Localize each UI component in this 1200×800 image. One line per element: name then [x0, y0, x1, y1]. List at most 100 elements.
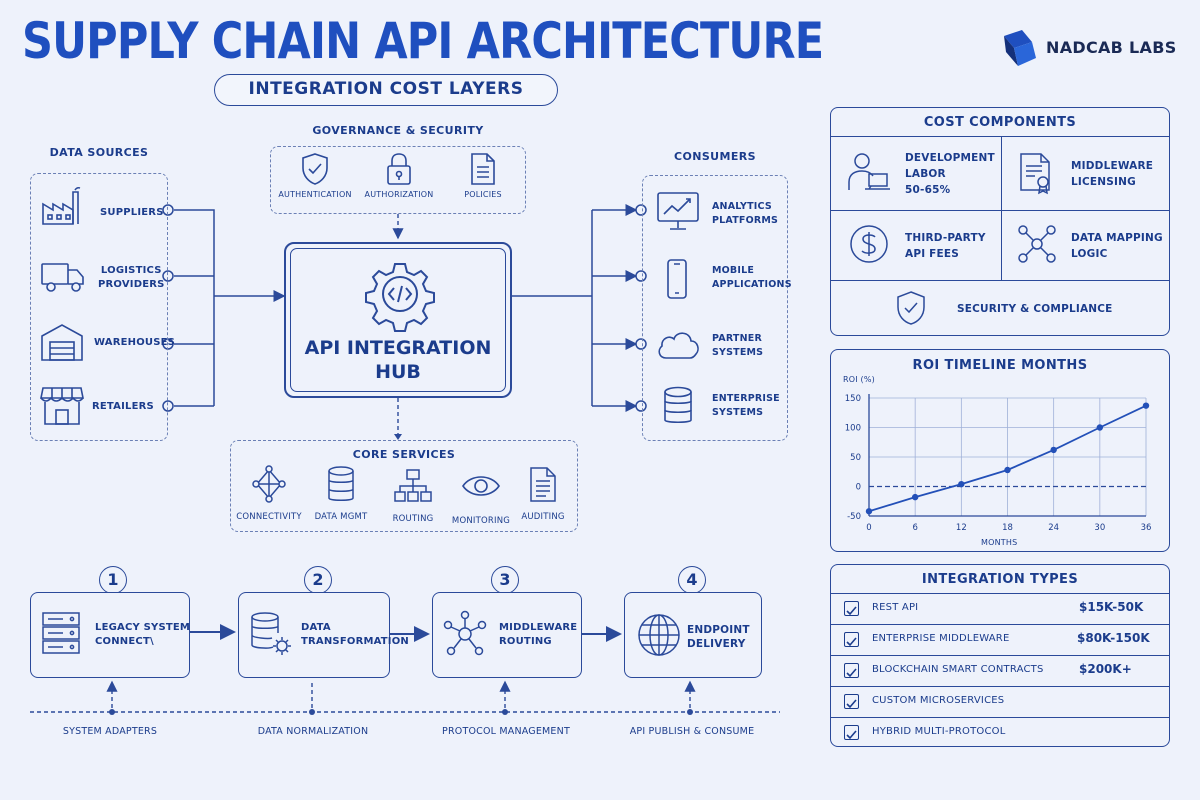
checkmark-icon	[846, 606, 857, 616]
chart-xlabel: MONTHS	[981, 538, 1018, 547]
roi-data-point	[1004, 466, 1011, 474]
globe-icon	[638, 614, 680, 656]
integration-row-microservices: CUSTOM MICROSERVICES	[831, 686, 1171, 717]
hub-nodes-icon	[443, 610, 487, 656]
api-integration-hub[interactable]: API INTEGRATION HUB	[284, 242, 512, 398]
x-tick-label: 36	[1141, 523, 1152, 533]
gov-label: POLICIES	[464, 190, 502, 199]
chart-title: ROI TIMELINE MONTHS	[912, 358, 1088, 373]
shield-check-icon	[302, 153, 328, 185]
cost-label: DEVELOPMENT LABOR 50-65%	[905, 152, 995, 196]
consumer-partner[interactable]: PARTNER SYSTEMS	[656, 326, 763, 366]
step-middleware-routing[interactable]: MIDDLEWARE ROUTING	[432, 592, 582, 678]
checkbox-checked[interactable]	[844, 694, 859, 709]
x-tick-label: 24	[1048, 523, 1059, 533]
checkbox-checked[interactable]	[844, 663, 859, 678]
roi-data-point	[1050, 446, 1057, 454]
dollar-coin-icon	[850, 225, 888, 263]
padlock-icon	[387, 153, 411, 185]
gov-authentication[interactable]: AUTHENTICATION	[276, 152, 354, 199]
database-icon	[328, 466, 354, 501]
service-label: AUDITING	[521, 512, 565, 522]
truck-icon	[41, 263, 84, 292]
consumer-mobile[interactable]: MOBILE APPLICATIONS	[662, 258, 792, 304]
service-auditing[interactable]: AUDITING	[508, 466, 578, 522]
checkmark-icon	[846, 730, 857, 740]
checkbox-checked[interactable]	[844, 725, 859, 740]
integration-row-rest: REST API $15K-50K	[831, 593, 1171, 624]
integration-label: HYBRID MULTI-PROTOCOL	[872, 726, 1006, 737]
cost-label: MIDDLEWARE LICENSING	[1071, 160, 1154, 188]
checkmark-icon	[846, 699, 857, 709]
smartphone-icon	[667, 259, 687, 299]
cost-development-labor: DEVELOPMENT LABOR 50-65%	[831, 136, 1001, 210]
step-endpoint-delivery[interactable]: ENDPOINT DELIVERY	[624, 592, 762, 678]
y-tick-label: 150	[845, 394, 861, 404]
cloud-icon	[658, 332, 699, 359]
consumer-enterprise[interactable]: ENTERPRISE SYSTEMS	[662, 386, 780, 430]
consumer-label: PARTNER SYSTEMS	[712, 333, 764, 358]
code-gear-icon	[365, 263, 435, 332]
network-icon	[252, 465, 286, 503]
document-icon	[530, 467, 556, 502]
warehouse-icon	[41, 324, 83, 361]
certificate-icon	[1020, 153, 1050, 195]
source-retailers[interactable]: RETAILERS	[40, 384, 154, 430]
service-label: ROUTING	[392, 514, 434, 524]
integration-label: CUSTOM MICROSERVICES	[872, 695, 1005, 706]
x-tick-label: 0	[866, 523, 871, 533]
gov-label: AUTHENTICATION	[278, 190, 352, 199]
consumer-analytics[interactable]: ANALYTICS PLATFORMS	[656, 190, 778, 236]
step-label: DATA TRANSFORMATION	[301, 622, 409, 647]
developer-laptop-icon	[848, 153, 890, 190]
shield-check-icon	[897, 291, 925, 325]
y-tick-label: 100	[845, 424, 861, 434]
consumer-label: ANALYTICS PLATFORMS	[712, 201, 779, 226]
step-number: 4	[678, 566, 706, 594]
service-monitoring[interactable]: MONITORING	[444, 470, 518, 526]
checkbox-checked[interactable]	[844, 632, 859, 647]
y-tick-label: -50	[847, 512, 861, 522]
server-icon	[42, 612, 80, 654]
x-tick-label: 12	[956, 523, 967, 533]
step-legacy-system[interactable]: LEGACY SYSTEM CONNECT\	[30, 592, 190, 678]
step-label: ENDPOINT DELIVERY	[687, 624, 750, 650]
gov-policies[interactable]: POLICIES	[444, 152, 522, 199]
service-connectivity[interactable]: CONNECTIVITY	[234, 464, 304, 522]
x-tick-label: 6	[912, 523, 917, 533]
integration-cost: $80K-150K	[1077, 631, 1150, 645]
integration-types-heading: INTEGRATION TYPES	[921, 572, 1079, 587]
source-label: SUPPLIERS	[100, 207, 164, 218]
cost-security-compliance: SECURITY & COMPLIANCE	[831, 280, 1171, 336]
cost-label: SECURITY & COMPLIANCE	[957, 303, 1113, 315]
consumer-label: ENTERPRISE SYSTEMS	[712, 393, 780, 418]
gov-authorization[interactable]: AUTHORIZATION	[360, 152, 438, 199]
core-services-panel	[230, 440, 578, 532]
step-footer: DATA NORMALIZATION	[257, 726, 369, 737]
checkbox-checked[interactable]	[844, 601, 859, 616]
integration-label: BLOCKCHAIN SMART CONTRACTS	[872, 664, 1044, 675]
integration-row-middleware: ENTERPRISE MIDDLEWARE $80K-150K	[831, 624, 1171, 655]
page-title: SUPPLY CHAIN API ARCHITECTURE	[22, 12, 824, 70]
source-warehouses[interactable]: WAREHOUSES	[40, 322, 175, 366]
gov-label: AUTHORIZATION	[364, 190, 434, 199]
step-data-transformation[interactable]: DATA TRANSFORMATION	[238, 592, 409, 678]
step-label: LEGACY SYSTEM CONNECT\	[95, 622, 191, 647]
service-routing[interactable]: ROUTING	[378, 468, 448, 524]
integration-row-hybrid: HYBRID MULTI-PROTOCOL	[831, 717, 1171, 747]
integration-label: REST API	[872, 602, 919, 613]
service-data-mgmt[interactable]: DATA MGMT	[306, 466, 376, 522]
roi-data-point	[865, 508, 873, 515]
cost-components-panel: COST COMPONENTS DEVELOPMENT LABOR 50-65%…	[830, 107, 1170, 336]
document-icon	[471, 153, 495, 185]
integration-cost: $15K-50K	[1079, 600, 1144, 614]
source-logistics[interactable]: LOGISTICS PROVIDERS	[40, 258, 164, 298]
hierarchy-icon	[394, 469, 432, 502]
page-subtitle: INTEGRATION COST LAYERS	[214, 74, 558, 106]
step-footer: PROTOCOL MANAGEMENT	[442, 726, 570, 737]
step-number: 3	[491, 566, 519, 594]
source-suppliers[interactable]: SUPPLIERS	[40, 186, 163, 230]
cost-middleware-licensing: MIDDLEWARE LICENSING	[1001, 136, 1171, 210]
